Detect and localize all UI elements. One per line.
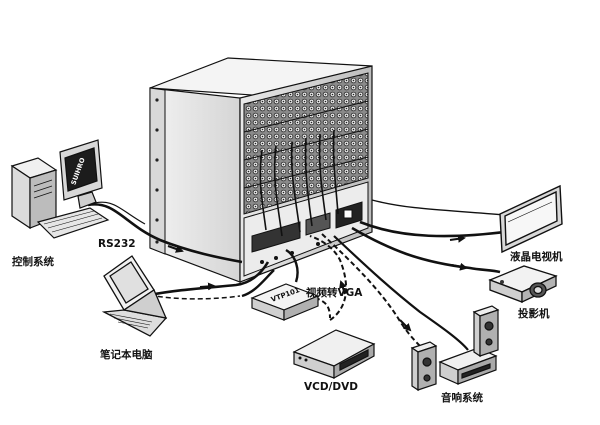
vcd-dvd-label: VCD/DVD	[304, 381, 358, 393]
vga-converter-label: 视频转VGA	[306, 287, 363, 299]
video-to-vga-converter: VTP101	[250, 283, 320, 321]
desktop-computer: SUIHRO	[10, 139, 110, 239]
laptop-computer	[101, 255, 168, 337]
lcd-tv	[499, 184, 563, 254]
audio-system	[410, 305, 500, 392]
rs232-label: RS232	[98, 238, 136, 250]
laptop-label: 笔记本电脑	[100, 349, 153, 361]
audio-system-label: 音响系统	[441, 392, 483, 404]
vcd-dvd-player	[292, 329, 376, 380]
lcd-tv-label: 液晶电视机	[510, 251, 563, 263]
control-system-label: 控制系统	[12, 256, 54, 268]
cables	[87, 199, 521, 351]
projector	[488, 265, 558, 304]
projector-label: 投影机	[518, 308, 550, 320]
matrix-switcher	[149, 57, 373, 283]
